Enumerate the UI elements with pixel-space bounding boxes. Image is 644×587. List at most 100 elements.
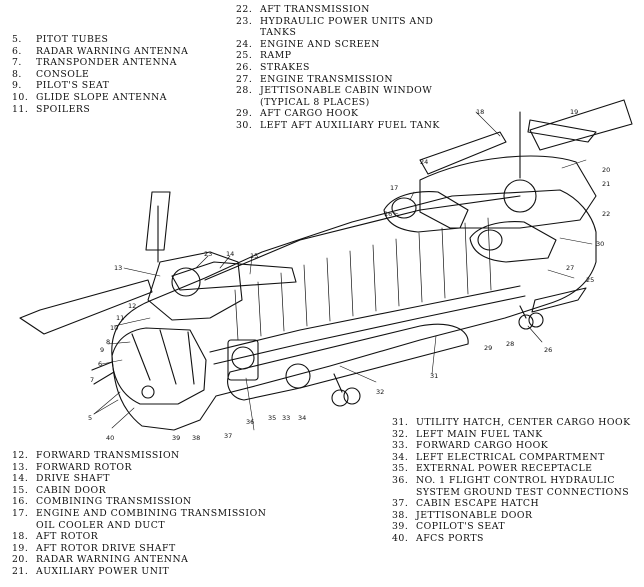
legend-item-number: 28.: [236, 85, 253, 97]
legend-item-text: FORWARD TRANSMISSION: [36, 450, 180, 461]
legend-item: 40. AFCS PORTS: [392, 533, 631, 545]
callout-30: 30: [596, 240, 604, 248]
legend-item-number: [12, 520, 36, 532]
legend-item: 8.CONSOLE: [12, 69, 188, 81]
callout-34: 34: [298, 414, 306, 422]
legend-item: 27. ENGINE TRANSMISSION: [236, 74, 440, 86]
callout-37: 37: [224, 432, 232, 440]
legend-item: SYSTEM GROUND TEST CONNECTIONS: [392, 487, 631, 499]
ramp-strake: [531, 287, 587, 313]
legend-item-text: TRANSPONDER ANTENNA: [36, 57, 177, 69]
callout-23: 23: [204, 250, 212, 258]
legend-item-text: RADAR WARNING ANTENNA: [36, 45, 189, 57]
legend-item-number: 35.: [392, 463, 409, 475]
legend-item-number: 24.: [236, 38, 253, 50]
legend-item: 13.FORWARD ROTOR: [12, 462, 266, 474]
legend-item-number: 40.: [392, 532, 409, 544]
legend-item-number: 25.: [236, 50, 253, 62]
legend-item-text: CABIN DOOR: [36, 484, 107, 496]
legend-item-text: NO. 1 FLIGHT CONTROL HYDRAULIC: [416, 474, 616, 486]
legend-item-number: 27.: [236, 73, 253, 85]
cockpit-window-frame: [131, 329, 195, 385]
legend-item-number: 17.: [12, 507, 29, 519]
legend-item-text: SYSTEM GROUND TEST CONNECTIONS: [416, 486, 630, 498]
callout-20: 20: [602, 166, 610, 174]
callout-22: 22: [602, 210, 610, 218]
legend-item: 32.LEFT MAIN FUEL TANK: [392, 429, 631, 441]
callout-24: 24: [420, 158, 428, 166]
legend-item: 10.GLIDE SLOPE ANTENNA: [12, 92, 188, 104]
legend-item-text: RAMP: [260, 50, 292, 62]
callout-18: 18: [476, 108, 484, 116]
legend-item-number: 39.: [392, 521, 409, 533]
cockpit-canopy: [111, 327, 207, 405]
legend-item-text: AFCS PORTS: [416, 532, 484, 544]
legend-item: 16.COMBINING TRANSMISSION: [12, 496, 266, 508]
callout-12: 12: [128, 302, 136, 310]
legend-item-number: 7.: [12, 57, 22, 69]
callout-14: 14: [226, 250, 234, 258]
callout-10: 10: [110, 324, 118, 332]
forward-transmission-hub: [171, 267, 201, 297]
legend-item-number: 37.: [392, 498, 409, 510]
callout-33: 33: [282, 414, 290, 422]
right-engine-intake: [477, 229, 503, 251]
callout-8: 8: [106, 338, 110, 346]
legend-item: 21. AUXILIARY POWER UNIT: [12, 566, 266, 578]
legend-item-text: PITOT TUBES: [36, 34, 109, 45]
legend-item-text: ENGINE AND COMBINING TRANSMISSION: [36, 507, 267, 519]
legend-item-text: FORWARD CARGO HOOK: [416, 440, 549, 452]
callout-19: 19: [570, 108, 578, 116]
callout-28: 28: [506, 340, 514, 348]
legend-item-number: 31.: [392, 417, 409, 428]
legend-item: 30. LEFT AFT AUXILIARY FUEL TANK: [236, 120, 440, 132]
callout-25: 25: [586, 276, 594, 284]
callout-5: 5: [88, 414, 92, 422]
legend-item-text: LEFT ELECTRICAL COMPARTMENT: [416, 451, 605, 463]
callout-26: 26: [544, 346, 552, 354]
legend-item-text: PILOT'S SEAT: [36, 80, 110, 92]
legend-item: TANKS: [236, 27, 440, 39]
right-engine-nacelle: [469, 221, 557, 263]
forward-pylon: [147, 251, 243, 321]
callout-9: 9: [100, 346, 104, 354]
legend-item-number: 26.: [236, 61, 253, 73]
legend-item-text: DRIVE SHAFT: [36, 473, 110, 485]
forward-right-wheel: [343, 387, 361, 405]
legend-item: 31.UTILITY HATCH, CENTER CARGO HOOK: [392, 417, 631, 429]
callout-38: 38: [192, 434, 200, 442]
legend-item-number: 21.: [12, 565, 29, 577]
legend-item-number: 30.: [236, 119, 253, 131]
callout-21: 21: [602, 180, 610, 188]
callout-16: 16: [384, 210, 392, 218]
callout-39: 39: [172, 434, 180, 442]
forward-rotor-blade-right: [171, 261, 297, 291]
legend-item: 34.LEFT ELECTRICAL COMPARTMENT: [392, 452, 631, 464]
legend-item: 39.COPILOT'S SEAT: [392, 521, 631, 533]
legend-item: 25. RAMP: [236, 50, 440, 62]
legend-item: 24. ENGINE AND SCREEN: [236, 39, 440, 51]
legend-item-text: EXTERNAL POWER RECEPTACLE: [416, 463, 593, 475]
legend-item-text: AUXILIARY POWER UNIT: [36, 565, 170, 577]
cabin-door: [227, 339, 259, 381]
legend-item-text: AFT CARGO HOOK: [260, 108, 359, 120]
legend-item-text: LEFT MAIN FUEL TANK: [416, 428, 543, 440]
legend-item-text: OIL COOLER AND DUCT: [36, 519, 166, 531]
legend-item-text: ENGINE TRANSMISSION: [260, 73, 394, 85]
legend-item-text: LEFT AFT AUXILIARY FUEL TANK: [260, 119, 440, 131]
legend-item-number: 13.: [12, 461, 29, 473]
legend-item-number: 5.: [12, 34, 22, 45]
forward-rotor-blade-up: [145, 191, 171, 251]
legend-item: 18.AFT ROTOR: [12, 531, 266, 543]
legend-item-text: ENGINE AND SCREEN: [260, 38, 380, 50]
legend-item: 38.JETTISONABLE DOOR: [392, 510, 631, 522]
legend-item-number: 33.: [392, 440, 409, 452]
legend-item: 6.RADAR WARNING ANTENNA: [12, 46, 188, 58]
left-main-fuel-tank-pod: [227, 323, 469, 401]
legend-item: 7. TRANSPONDER ANTENNA: [12, 57, 188, 69]
legend-item: 12.FORWARD TRANSMISSION: [12, 450, 266, 462]
left-engine-nacelle: [383, 191, 469, 233]
